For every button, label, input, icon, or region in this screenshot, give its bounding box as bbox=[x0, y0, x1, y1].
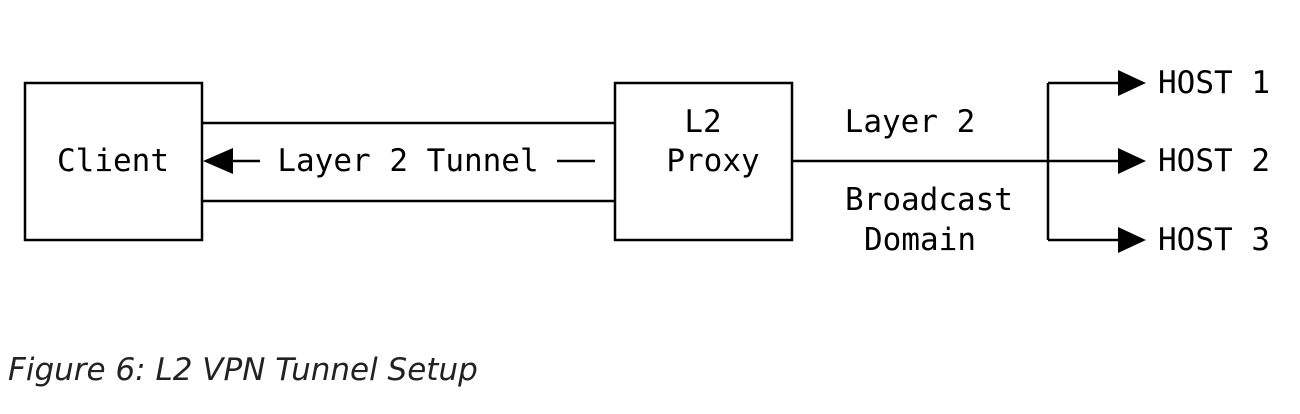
host3-arrowhead bbox=[1118, 227, 1146, 253]
host2-arrowhead bbox=[1118, 148, 1146, 174]
client-box bbox=[23, 81, 204, 242]
host-2-label: HOST 2 bbox=[1158, 143, 1270, 179]
domain-label-line2: Broadcast bbox=[845, 182, 1013, 218]
proxy-label-line1: L2 bbox=[684, 104, 721, 140]
l2-vpn-diagram: Client Layer 2 Tunnel L2 Proxy Layer 2 B… bbox=[23, 65, 1270, 258]
client-label: Client bbox=[57, 143, 169, 179]
host-1-label: HOST 1 bbox=[1158, 65, 1270, 101]
domain-label-line3: Domain bbox=[864, 222, 976, 258]
tunnel-arrowhead bbox=[203, 148, 233, 174]
l2-proxy-box bbox=[613, 81, 794, 242]
domain-label-line1: Layer 2 bbox=[845, 104, 976, 140]
host1-arrowhead bbox=[1118, 70, 1146, 96]
tunnel-label: Layer 2 Tunnel bbox=[277, 143, 538, 179]
figure-caption: Figure 6: L2 VPN Tunnel Setup bbox=[8, 352, 478, 388]
host-3-label: HOST 3 bbox=[1158, 222, 1270, 258]
proxy-label-line2: Proxy bbox=[666, 143, 759, 179]
